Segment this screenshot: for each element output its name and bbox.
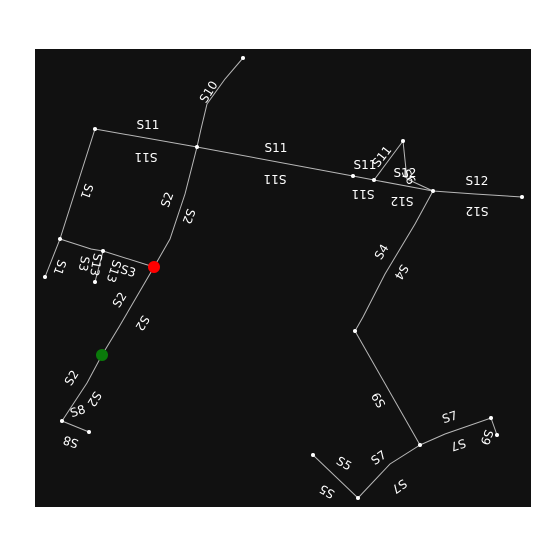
street-label-s9: S9 <box>369 390 389 410</box>
street-label-s11: S12 <box>394 166 417 180</box>
street-s8 <box>61 420 90 433</box>
street-label-s2-mirrored: S2 <box>180 207 198 226</box>
node <box>401 139 405 143</box>
street-label-s12-mirrored: S11 <box>135 150 158 164</box>
street-label-s4-mirrored: S4 <box>391 262 411 282</box>
street-label-s10: S10 <box>197 78 221 105</box>
street-label-s7-south-mirrored: S7 <box>389 476 410 496</box>
node <box>311 453 315 457</box>
street-s11 <box>432 190 523 198</box>
street-label-s2-mirrored: S2 <box>132 313 152 333</box>
node <box>60 419 64 423</box>
node <box>418 443 422 447</box>
street-label-s2: S2 <box>62 368 82 388</box>
node <box>356 496 360 500</box>
street-label-s13: S13 <box>87 252 105 277</box>
node <box>489 416 493 420</box>
street-label-s2-mirrored: S2 <box>84 389 104 409</box>
street-label-s8: S8 <box>68 402 87 420</box>
street-label-s8-mirrored: S8 <box>61 433 80 451</box>
street-label-s7-south: S7 <box>368 448 389 468</box>
street-label-s11-east-mirrored: S12 <box>466 204 489 218</box>
street-label-s9-east: S9 <box>478 428 496 447</box>
node <box>372 178 376 182</box>
road-network: S10 S11 S11 S11 S11 S11 S11 S11 S6 S12 S… <box>43 56 524 501</box>
map-canvas: S10 S11 S11 S11 S11 S11 S11 S11 S6 S12 S… <box>35 49 531 507</box>
node <box>431 189 435 193</box>
street-label-s5-mirrored: S5 <box>317 482 337 502</box>
end-marker[interactable] <box>96 349 108 361</box>
street-s13 <box>102 250 155 268</box>
street-label-s5: S5 <box>334 454 354 474</box>
node <box>353 329 357 333</box>
street-label-s7-mirrored: S7 <box>449 436 468 454</box>
street-label-s2: S2 <box>158 190 176 209</box>
node <box>58 237 62 241</box>
node <box>93 280 97 284</box>
node <box>351 174 355 178</box>
node <box>101 249 105 253</box>
node <box>93 127 97 131</box>
node <box>520 195 524 199</box>
node <box>87 430 91 434</box>
street-label-s11-mirrored: S12 <box>391 194 414 208</box>
street-label-s4: S4 <box>372 242 392 262</box>
node-group <box>43 56 524 500</box>
start-marker[interactable] <box>148 261 160 273</box>
street-label-s1-lower: S1 <box>51 258 69 277</box>
street-label-s2: S2 <box>110 290 130 310</box>
node <box>43 275 47 279</box>
street-s13-west <box>59 238 104 252</box>
street-s9 <box>354 330 421 446</box>
street-s12-spur <box>373 140 404 181</box>
node <box>241 56 245 60</box>
street-s5 <box>312 454 359 499</box>
street-label-s12: S11 <box>354 158 377 172</box>
street-s1 <box>44 128 96 278</box>
street-s7-south <box>357 444 421 499</box>
street-s2 <box>61 146 198 422</box>
street-label-s3-mirrored: S3 <box>119 262 138 280</box>
street-label-s3: S3 <box>76 255 92 272</box>
street-s10 <box>196 57 244 148</box>
street-label-s12-mirrored: S11 <box>264 172 287 186</box>
street-s4 <box>354 190 434 332</box>
node <box>495 433 499 437</box>
street-s3 <box>94 250 104 283</box>
street-s6 <box>402 140 434 192</box>
node <box>195 145 199 149</box>
street-label-s6: S6 <box>399 167 419 187</box>
street-label-s12-mirrored: S11 <box>352 187 375 201</box>
street-label-s13-mirrored: S13 <box>104 258 124 284</box>
street-labels: S10 S11 S11 S11 S11 S11 S11 S11 S6 S12 S… <box>51 78 496 501</box>
street-label-s12: S11 <box>137 118 160 132</box>
street-s7 <box>419 417 498 446</box>
street-label-s1: S1 <box>78 182 96 201</box>
street-label-s12: S11 <box>265 141 288 155</box>
street-label-s7: S7 <box>440 408 459 426</box>
street-label-s11-east: S12 <box>466 174 489 188</box>
